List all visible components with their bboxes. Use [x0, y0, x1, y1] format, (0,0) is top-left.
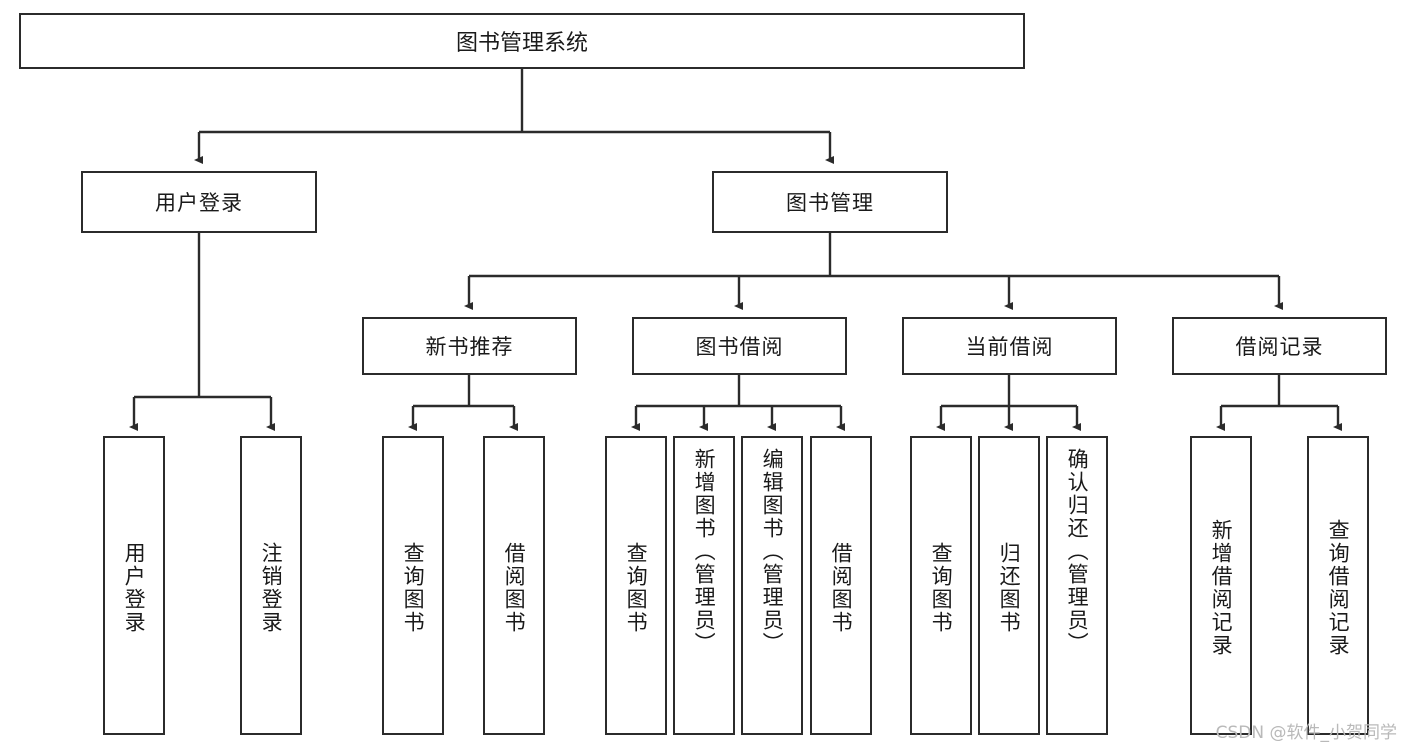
- leaf-current-query-book[interactable]: 查询图书: [910, 436, 972, 735]
- leaf-borrow-add-book-admin[interactable]: 新增图书（管理员）: [673, 436, 735, 735]
- leaf-label: 注销登录: [259, 541, 284, 634]
- leaf-user-login-login[interactable]: 用户登录: [103, 436, 165, 735]
- watermark: CSDN @软件_小贺同学: [1215, 723, 1397, 743]
- leaf-label: 新增图书（管理员）: [692, 448, 717, 655]
- leaf-inner: 查询图书: [624, 442, 649, 733]
- node-new-book-recommend-label: 新书推荐: [425, 335, 514, 359]
- leaf-current-return-book[interactable]: 归还图书: [978, 436, 1040, 735]
- leaf-label: 查询图书: [401, 541, 426, 634]
- leaf-inner: 编辑图书（管理员）: [760, 442, 785, 739]
- leaf-borrow-edit-book-admin[interactable]: 编辑图书（管理员）: [741, 436, 803, 735]
- leaf-label: 查询图书: [929, 541, 954, 634]
- leaf-inner: 用户登录: [122, 442, 147, 733]
- node-book-management[interactable]: 图书管理: [712, 171, 948, 233]
- leaf-label: 查询图书: [624, 541, 649, 634]
- leaf-inner: 新增图书（管理员）: [692, 442, 717, 739]
- node-borrow-record[interactable]: 借阅记录: [1172, 317, 1387, 375]
- leaf-recommend-borrow-book[interactable]: 借阅图书: [483, 436, 545, 735]
- leaf-label: 新增借阅记录: [1209, 518, 1234, 657]
- leaf-inner: 归还图书: [997, 442, 1022, 733]
- leaf-label: 借阅图书: [502, 541, 527, 634]
- node-current-borrow[interactable]: 当前借阅: [902, 317, 1117, 375]
- node-book-management-label: 图书管理: [786, 191, 874, 215]
- node-user-login[interactable]: 用户登录: [81, 171, 317, 233]
- node-book-borrow-label: 图书借阅: [695, 335, 784, 359]
- leaf-label: 归还图书: [997, 541, 1022, 634]
- leaf-user-login-logout[interactable]: 注销登录: [240, 436, 302, 735]
- leaf-inner: 借阅图书: [502, 442, 527, 733]
- node-current-borrow-label: 当前借阅: [965, 335, 1054, 359]
- leaf-inner: 查询借阅记录: [1326, 442, 1351, 733]
- node-borrow-record-label: 借阅记录: [1235, 335, 1324, 359]
- leaf-borrow-borrow-book[interactable]: 借阅图书: [810, 436, 872, 735]
- leaf-inner: 注销登录: [259, 442, 284, 733]
- leaf-label: 查询借阅记录: [1326, 518, 1351, 657]
- leaf-record-add-record[interactable]: 新增借阅记录: [1190, 436, 1252, 735]
- leaf-label: 用户登录: [122, 541, 147, 634]
- node-book-borrow[interactable]: 图书借阅: [632, 317, 847, 375]
- leaf-borrow-query-book[interactable]: 查询图书: [605, 436, 667, 735]
- leaf-label: 确认归还（管理员）: [1065, 448, 1090, 655]
- leaf-inner: 新增借阅记录: [1209, 442, 1234, 733]
- node-root-system[interactable]: 图书管理系统: [19, 13, 1025, 69]
- leaf-label: 编辑图书（管理员）: [760, 448, 785, 655]
- leaf-inner: 查询图书: [929, 442, 954, 733]
- leaf-label: 借阅图书: [829, 541, 854, 634]
- leaf-inner: 确认归还（管理员）: [1065, 442, 1090, 739]
- leaf-inner: 借阅图书: [829, 442, 854, 733]
- leaf-recommend-query-book[interactable]: 查询图书: [382, 436, 444, 735]
- leaf-inner: 查询图书: [401, 442, 426, 733]
- leaf-current-confirm-return-admin[interactable]: 确认归还（管理员）: [1046, 436, 1108, 735]
- node-user-login-label: 用户登录: [155, 191, 243, 215]
- node-new-book-recommend[interactable]: 新书推荐: [362, 317, 577, 375]
- leaf-record-query-record[interactable]: 查询借阅记录: [1307, 436, 1369, 735]
- node-root-label: 图书管理系统: [455, 31, 588, 56]
